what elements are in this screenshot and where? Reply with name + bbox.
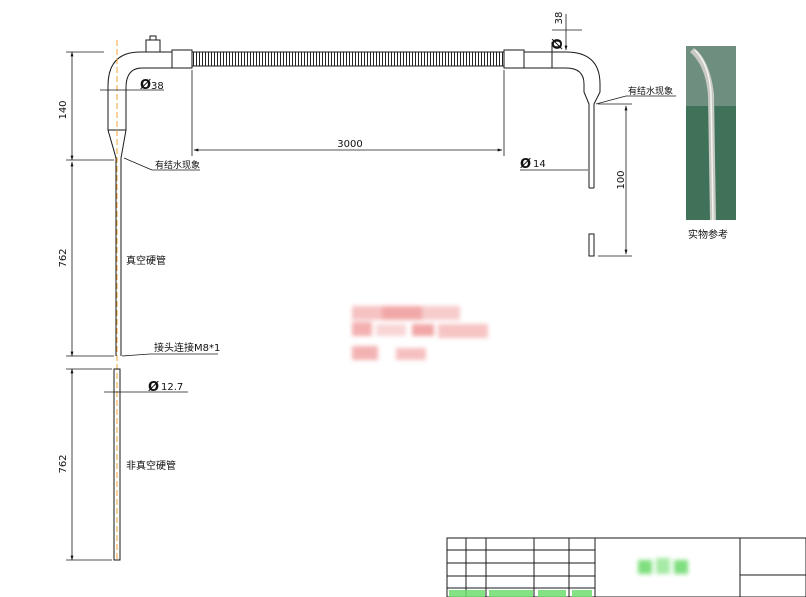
photo-caption: 实物参考 — [688, 230, 728, 241]
title-block-blurred-labels — [449, 590, 592, 597]
dim-140: 140 — [58, 100, 69, 119]
left-tube-assembly — [107, 35, 193, 561]
dim-762-lower: 762 — [58, 454, 69, 473]
title-block — [446, 537, 806, 597]
dim-3000: 3000 — [337, 139, 362, 150]
dim-100: 100 — [616, 170, 627, 189]
redacted-title — [638, 558, 688, 574]
dim-dia-38-right: 38 — [554, 12, 565, 25]
redacted-stamp — [352, 306, 488, 360]
dim-dia-38-left: 38 — [151, 81, 164, 92]
right-tube-assembly — [503, 42, 601, 257]
diameter-symbol: Ø — [140, 78, 151, 93]
dim-dia-12-7: 12.7 — [161, 382, 183, 393]
note-condensation-right: 有结水现象 — [628, 85, 673, 97]
dimension-lines — [66, 14, 676, 561]
note-connector: 接头连接M8*1 — [154, 341, 220, 354]
note-non-vacuum-hard-tube: 非真空硬管 — [126, 459, 176, 472]
diameter-symbol: Ø — [551, 38, 566, 49]
note-vacuum-hard-tube: 真空硬管 — [126, 254, 166, 267]
dim-dia-14: 14 — [533, 159, 546, 170]
note-condensation-left: 有结水现象 — [155, 159, 200, 171]
photo-illustration — [686, 46, 736, 220]
corrugated-hose — [191, 51, 505, 67]
dim-762-upper: 762 — [58, 248, 69, 267]
diameter-symbol: Ø — [520, 157, 531, 172]
diameter-symbol: Ø — [148, 380, 159, 395]
reference-photo — [686, 46, 736, 220]
